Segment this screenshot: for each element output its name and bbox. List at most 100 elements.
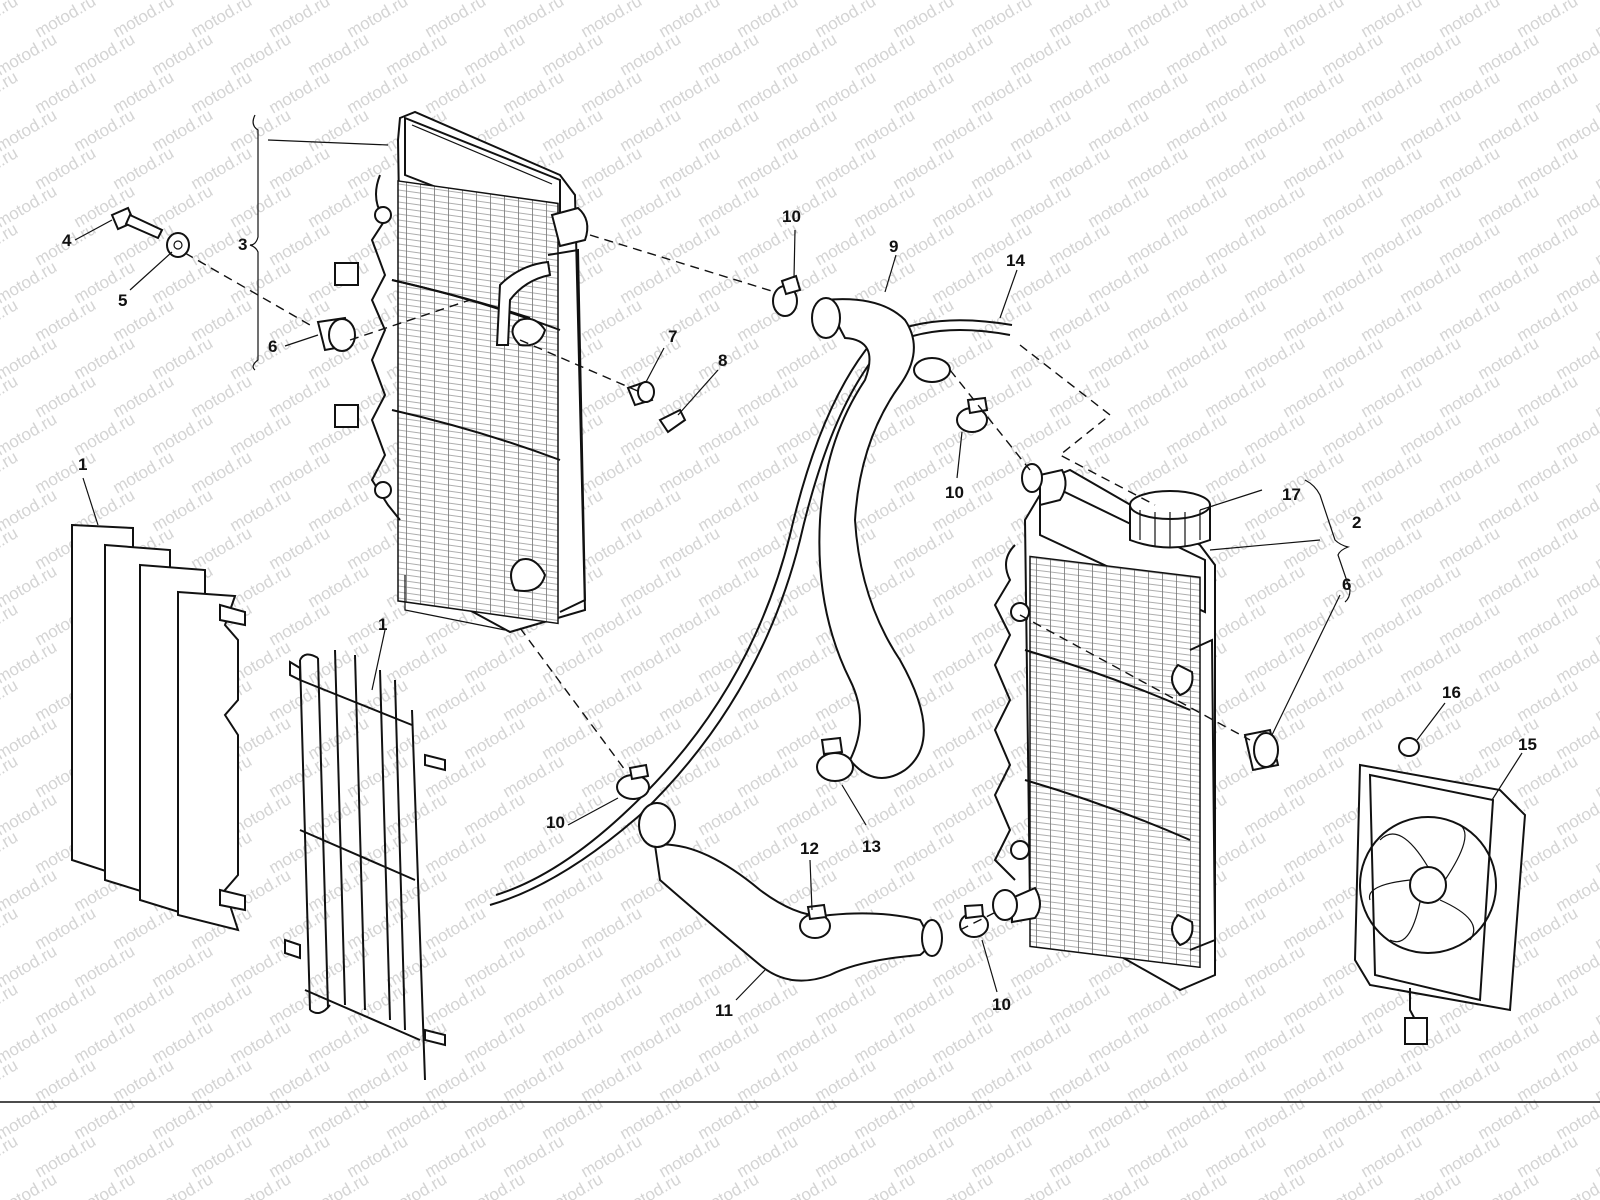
spacer-bushing xyxy=(626,380,655,407)
leader-lines xyxy=(74,114,1523,1001)
watermark-text: motod.ru xyxy=(1592,979,1600,1029)
radiator-guard-right xyxy=(284,649,446,1081)
watermark-text: motod.ru xyxy=(0,1055,21,1105)
watermark-text: motod.ru xyxy=(695,1169,763,1200)
watermark-text: motod.ru xyxy=(1553,789,1600,839)
watermark-text: motod.ru xyxy=(305,1169,373,1200)
watermark-text: motod.ru xyxy=(929,1169,997,1200)
hose-clamp-12 xyxy=(799,903,831,939)
watermark-text: motod.ru xyxy=(1592,295,1600,345)
label-13-clamp: 13 xyxy=(862,837,881,856)
watermark-text: motod.ru xyxy=(1085,1169,1153,1200)
watermark-text: motod.ru xyxy=(0,143,21,193)
watermark-text: motod.ru xyxy=(1319,1169,1387,1200)
rubber-grommet-left xyxy=(316,316,356,352)
watermark-text: motod.ru xyxy=(1592,1131,1600,1181)
watermark-text: motod.ru xyxy=(227,1169,295,1200)
watermark-text: motod.ru xyxy=(1553,181,1600,231)
watermark-text: motod.ru xyxy=(1592,447,1600,497)
label-10-clamp-mid: 10 xyxy=(945,483,964,502)
label-9-hose: 9 xyxy=(889,237,898,256)
hose-clamp-mid-right xyxy=(956,396,989,433)
watermark-text: motod.ru xyxy=(773,1169,841,1200)
label-4-bolt: 4 xyxy=(62,231,72,250)
label-17-cap: 17 xyxy=(1282,485,1301,504)
watermark-text: motod.ru xyxy=(0,523,21,573)
watermark-text: motod.ru xyxy=(1163,1169,1231,1200)
watermark-text: motod.ru xyxy=(1475,1169,1543,1200)
washer xyxy=(166,232,190,258)
watermark-text: motod.ru xyxy=(1592,523,1600,573)
watermark-text: motod.ru xyxy=(851,1169,919,1200)
watermark-text: motod.ru xyxy=(1397,1169,1465,1200)
right-radiator xyxy=(993,468,1217,992)
label-2-right-radiator: 2 xyxy=(1352,513,1361,532)
watermark-text: motod.ru xyxy=(0,903,21,953)
label-14-hose: 14 xyxy=(1006,251,1025,270)
watermark-text: motod.ru xyxy=(1553,1169,1600,1200)
fan-nut xyxy=(1398,737,1420,757)
watermark-text: motod.ru xyxy=(0,371,21,421)
watermark-text: motod.ru xyxy=(0,295,21,345)
clip-nut xyxy=(658,408,687,434)
watermark-text: motod.ru xyxy=(1592,1055,1600,1105)
watermark-text: motod.ru xyxy=(0,447,21,497)
hose-clamp-top xyxy=(772,274,802,317)
label-1-guard-left: 1 xyxy=(78,455,87,474)
watermark-text: motod.ru xyxy=(0,1169,60,1200)
watermark-text: motod.ru xyxy=(1553,941,1600,991)
watermark-text: motod.ru xyxy=(1592,371,1600,421)
rubber-grommet-right xyxy=(1243,728,1280,772)
watermark-text: motod.ru xyxy=(1592,67,1600,117)
hose-clamp-lower-right xyxy=(959,903,989,938)
watermark-text: motod.ru xyxy=(1553,1093,1600,1143)
watermark-text: motod.ru xyxy=(1241,1169,1309,1200)
watermark-text: motod.ru xyxy=(1553,29,1600,79)
watermark-text: motod.ru xyxy=(539,1169,607,1200)
watermark-text: motod.ru xyxy=(1592,675,1600,725)
label-6-grommet-left: 6 xyxy=(268,337,277,356)
watermark-text: motod.ru xyxy=(0,1131,21,1181)
watermark-text: motod.ru xyxy=(617,1169,685,1200)
watermark-text: motod.ru xyxy=(0,675,21,725)
watermark-text: motod.ru xyxy=(1553,865,1600,915)
radiator-guard-left xyxy=(71,523,246,932)
label-1-guard-right: 1 xyxy=(378,615,387,634)
watermark-text: motod.ru xyxy=(1592,599,1600,649)
bolt xyxy=(110,206,164,240)
label-12-clamp: 12 xyxy=(800,839,819,858)
watermark-text: motod.ru xyxy=(71,1169,139,1200)
watermark-text: motod.ru xyxy=(1553,333,1600,383)
watermark-text: motod.ru xyxy=(0,827,21,877)
watermark-text: motod.ru xyxy=(461,1169,529,1200)
watermark-text: motod.ru xyxy=(1592,827,1600,877)
label-16-nut: 16 xyxy=(1442,683,1461,702)
watermark-text: motod.ru xyxy=(0,979,21,1029)
label-10-clamp-lower-left: 10 xyxy=(546,813,565,832)
watermark-text: motod.ru xyxy=(1592,751,1600,801)
watermark-text: motod.ru xyxy=(1553,561,1600,611)
label-8-clip-nut: 8 xyxy=(718,351,727,370)
watermark-text: motod.ru xyxy=(149,1169,217,1200)
watermark-text: motod.ru xyxy=(1553,409,1600,459)
left-radiator xyxy=(334,110,589,634)
label-15-fan: 15 xyxy=(1518,735,1537,754)
watermark-text: motod.ru xyxy=(1553,637,1600,687)
watermark-text: motod.ru xyxy=(0,751,21,801)
watermark-text: motod.ru xyxy=(1553,713,1600,763)
hose-clamp-lower-left xyxy=(616,763,650,800)
label-5-washer: 5 xyxy=(118,291,127,310)
label-10-clamp-lower-right: 10 xyxy=(992,995,1011,1014)
watermark-text: motod.ru xyxy=(0,219,21,269)
watermark-text: motod.ru xyxy=(1553,1017,1600,1067)
watermark-text: motod.ru xyxy=(1592,219,1600,269)
watermark-text: motod.ru xyxy=(1553,257,1600,307)
hose-clamp-13 xyxy=(816,736,854,782)
label-7-spacer: 7 xyxy=(668,327,677,346)
label-6-grommet-right: 6 xyxy=(1342,575,1351,594)
watermark-text: motod.ru xyxy=(0,67,21,117)
watermark-text: motod.ru xyxy=(383,1169,451,1200)
radiator-cap xyxy=(1129,490,1211,549)
